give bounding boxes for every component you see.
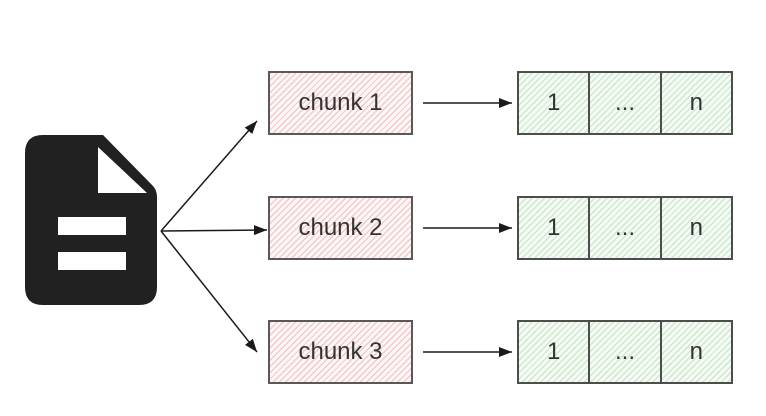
- chunk-1-box: chunk 1: [268, 71, 413, 135]
- document-text-line-1: [58, 217, 126, 235]
- vector-cell-last: n: [689, 89, 703, 116]
- document-icon: [25, 135, 157, 305]
- arrow-doc-to-chunk-1: [160, 120, 258, 232]
- vector-cell-ellipsis: ...: [590, 322, 662, 382]
- arrow-doc-to-chunk-3: [160, 230, 258, 353]
- vector-cell-first: 1: [519, 198, 591, 258]
- vector-cell-first: 1: [519, 73, 591, 133]
- arrow-doc-to-chunk-2: [160, 225, 268, 236]
- vector-cell-ellipsis: ...: [590, 73, 662, 133]
- vector-cell-ellipsis: ...: [590, 198, 662, 258]
- chunk-3-box: chunk 3: [268, 320, 413, 384]
- vector-row-3: 1 ... n: [517, 320, 733, 384]
- document-fold: [98, 147, 147, 193]
- vector-cell-last: n: [689, 338, 703, 365]
- chunk-2-box: chunk 2: [268, 196, 413, 260]
- chunk-3-label: chunk 3: [298, 338, 383, 365]
- vector-row-1: 1 ... n: [517, 71, 733, 135]
- vector-row-2: 1 ... n: [517, 196, 733, 260]
- vector-cell-last: n: [689, 214, 703, 241]
- chunk-2-label: chunk 2: [298, 214, 383, 241]
- vector-cell-first: 1: [519, 322, 591, 382]
- document-text-line-2: [58, 252, 126, 270]
- chunk-1-label: chunk 1: [298, 89, 383, 116]
